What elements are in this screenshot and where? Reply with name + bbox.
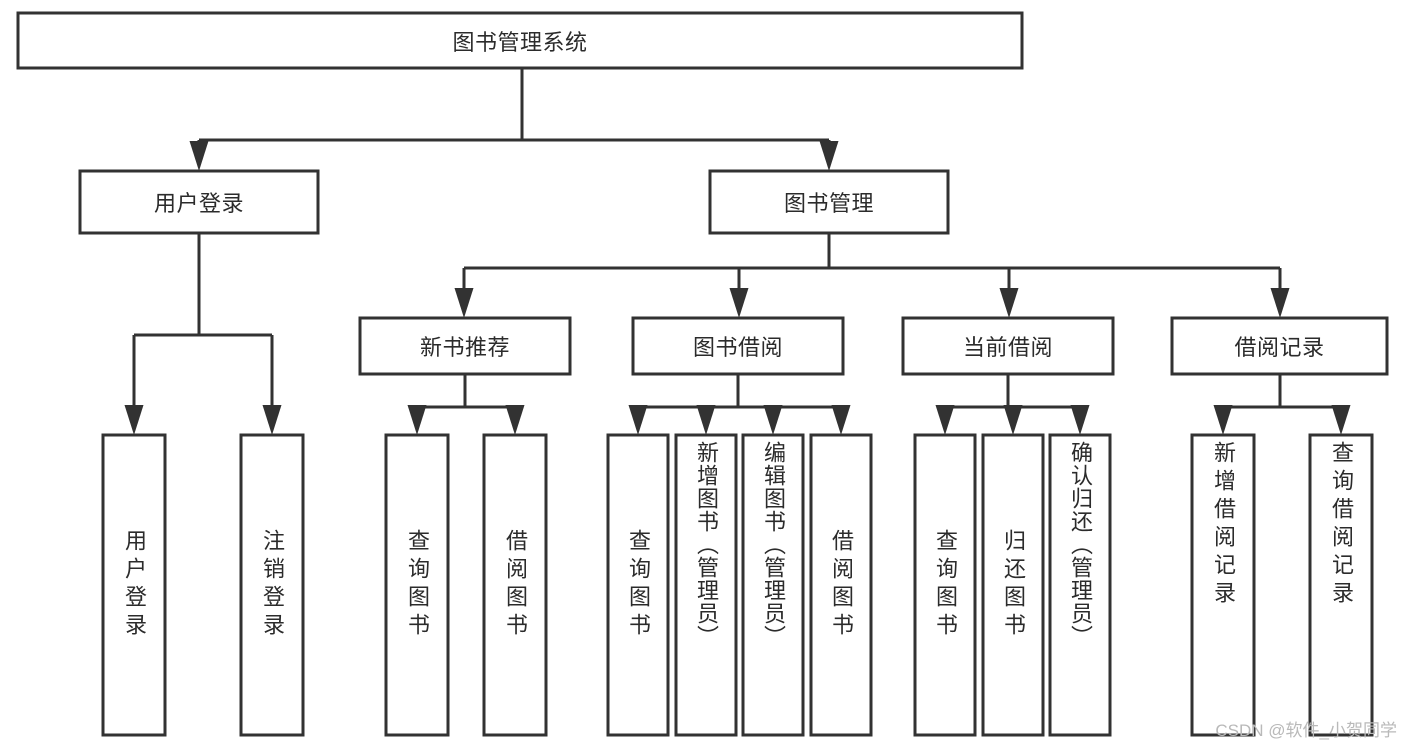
node-box-leaf-borrow-add[interactable]	[674, 433, 738, 737]
node-box-leaf-user-logout[interactable]	[239, 433, 305, 737]
arrow-head-icon	[454, 288, 474, 318]
node-box-borrow-record[interactable]	[1170, 316, 1389, 376]
arrow-head-icon	[407, 405, 427, 435]
arrow-head-icon	[729, 288, 749, 318]
arrow-head-icon	[262, 405, 282, 435]
connector-bookmanage-to-level3	[454, 233, 1290, 318]
arrow-head-icon	[696, 405, 716, 435]
arrow-head-icon	[935, 405, 955, 435]
node-box-current-borrow[interactable]	[901, 316, 1115, 376]
arrow-head-icon	[124, 405, 144, 435]
connector-userlogin-to-leaves	[124, 233, 282, 435]
node-box-leaf-rec-add[interactable]	[1190, 433, 1256, 737]
node-box-leaf-cur-return[interactable]	[981, 433, 1045, 737]
node-boxes-layer	[16, 11, 1389, 737]
arrow-head-icon	[1003, 405, 1023, 435]
node-box-new-book-rec[interactable]	[358, 316, 572, 376]
arrow-head-icon	[505, 405, 525, 435]
connector-currentborrow-to-leaves	[935, 374, 1090, 435]
arrow-head-icon	[999, 288, 1019, 318]
node-box-root[interactable]	[16, 11, 1024, 70]
connector-bookborrow-to-leaves	[628, 374, 851, 435]
arrow-head-icon	[819, 141, 839, 171]
connector-borrowrecord-to-leaves	[1213, 374, 1351, 435]
arrow-head-icon	[628, 405, 648, 435]
node-box-user-login[interactable]	[78, 169, 320, 235]
node-box-leaf-user-login[interactable]	[101, 433, 167, 737]
node-box-leaf-cur-confirm[interactable]	[1048, 433, 1112, 737]
connectors-layer	[124, 68, 1351, 435]
node-box-book-borrow[interactable]	[631, 316, 845, 376]
arrow-head-icon	[1270, 288, 1290, 318]
node-box-leaf-borrow-do[interactable]	[809, 433, 873, 737]
node-box-leaf-borrow-query[interactable]	[606, 433, 670, 737]
node-box-leaf-rec-search[interactable]	[1308, 433, 1374, 737]
connector-root-to-level2	[189, 68, 839, 171]
node-box-leaf-borrow-edit[interactable]	[741, 433, 805, 737]
arrow-head-icon	[763, 405, 783, 435]
connector-newbookrec-to-leaves	[407, 374, 525, 435]
arrow-head-icon	[1331, 405, 1351, 435]
arrow-head-icon	[1213, 405, 1233, 435]
node-box-leaf-rec-borrow[interactable]	[482, 433, 548, 737]
arrow-head-icon	[1070, 405, 1090, 435]
node-box-leaf-cur-query[interactable]	[913, 433, 977, 737]
node-box-book-manage[interactable]	[708, 169, 950, 235]
arrow-head-icon	[189, 141, 209, 171]
node-box-leaf-rec-query[interactable]	[384, 433, 450, 737]
arrow-head-icon	[831, 405, 851, 435]
